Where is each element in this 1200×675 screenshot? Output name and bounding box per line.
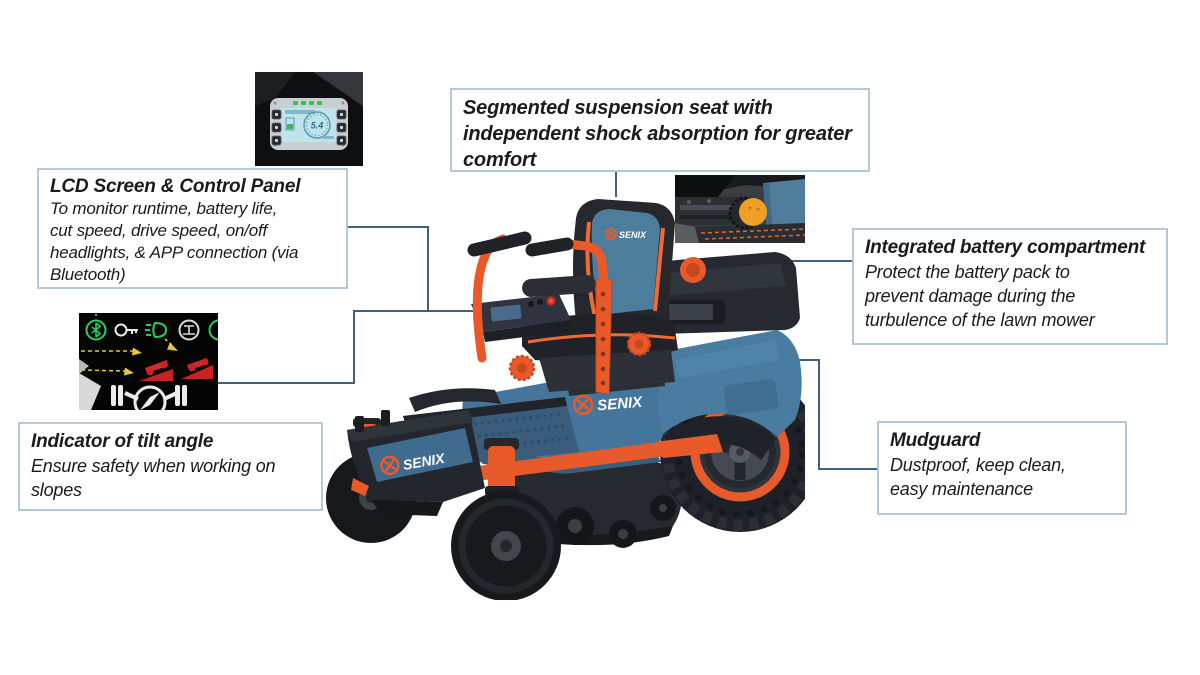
bluetooth-icon <box>85 319 107 341</box>
lap-bar-left-grip <box>467 231 532 257</box>
mower-illustration: SENIX <box>326 199 805 600</box>
tilt-warning-icons <box>139 358 213 381</box>
guide-arrows <box>80 314 178 376</box>
brand-text-seat: SENIX <box>619 230 647 240</box>
lap-bar-right-grip <box>525 237 574 257</box>
led-indicators <box>293 101 322 105</box>
connector-mudguard <box>786 359 877 470</box>
callout-lcd-title: LCD Screen & Control Panel <box>50 176 301 197</box>
callout-seat-text: Segmented suspension seat with independe… <box>463 97 852 171</box>
callout-tilt-title: Indicator of tilt angle <box>31 431 214 452</box>
key-icon <box>114 323 138 337</box>
photo-lcd-panel: 5.4 <box>255 72 363 166</box>
lap-bars <box>467 231 652 395</box>
brand-text-front: SENIX <box>402 450 448 473</box>
front-panel: SENIX <box>347 388 579 516</box>
front-caster-near <box>451 438 561 600</box>
callout-battery-body: Protect the battery pack to prevent dama… <box>865 262 1095 330</box>
lcd-speed-value: 5.4 <box>311 121 324 131</box>
callout-mudguard: Mudguard Dustproof, keep clean, easy mai… <box>877 421 1127 515</box>
battery-knob <box>739 198 767 226</box>
callout-lcd: LCD Screen & Control Panel To monitor ru… <box>37 168 348 289</box>
callout-lcd-body: To monitor runtime, battery life, cut sp… <box>50 199 299 284</box>
speed-gauge <box>303 111 331 139</box>
brand-logo-seat: SENIX <box>605 228 647 240</box>
photo-battery-compartment <box>675 175 805 243</box>
control-panel-ledge <box>471 294 572 342</box>
body-panel <box>763 179 805 235</box>
connector-lcd <box>348 226 429 312</box>
armrest <box>522 275 596 297</box>
callout-seat: Segmented suspension seat with independe… <box>450 88 870 172</box>
brand-logo-front: SENIX <box>380 450 448 476</box>
axle-compass-icon <box>111 385 187 410</box>
callout-battery-title: Integrated battery compartment <box>865 237 1146 258</box>
gauge-wedges <box>79 359 101 410</box>
callout-battery: Integrated battery compartment Protect t… <box>852 228 1168 345</box>
callout-tilt-body: Ensure safety when working on slopes <box>31 456 276 500</box>
callout-mudguard-title: Mudguard <box>890 430 981 451</box>
battery-gauge-icon <box>285 117 295 131</box>
battery-cover <box>645 252 800 334</box>
connector-tilt <box>214 310 500 384</box>
pto-icon <box>178 319 200 341</box>
callout-tilt: Indicator of tilt angle Ensure safety wh… <box>18 422 323 511</box>
extra-status-icon <box>208 319 218 341</box>
photo-tilt-indicator <box>79 313 218 410</box>
brand-text-side: SENIX <box>597 394 644 415</box>
headlight-icon <box>145 321 168 339</box>
brand-logo-side: SENIX <box>572 394 644 416</box>
callout-mudguard-body: Dustproof, keep clean, easy maintenance <box>890 455 1066 499</box>
lcd-screen <box>282 108 336 142</box>
